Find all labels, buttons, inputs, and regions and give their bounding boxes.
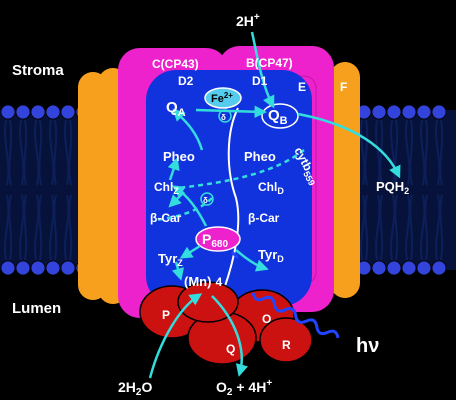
- pheo-left-label: Pheo: [163, 149, 195, 164]
- o-label: O: [262, 312, 271, 326]
- qb-label: QB: [268, 107, 288, 127]
- f-label: F: [340, 80, 347, 94]
- pheo-right-label: Pheo: [244, 149, 276, 164]
- water-label: 2H2O: [118, 379, 152, 398]
- tyrz-label: TyrZ: [158, 251, 183, 268]
- lipid-heads-bottom: [0, 260, 447, 276]
- electron-flow-arrows: [148, 31, 401, 379]
- fe-ion: [204, 87, 242, 109]
- fe-label: Fe2+: [211, 91, 233, 105]
- heme-marker-1: δ: [221, 113, 226, 122]
- cp47-label: B(CP47): [246, 56, 293, 70]
- heme-markers: [200, 109, 232, 206]
- bcar-right-label: β-Car: [248, 211, 280, 225]
- pqh2-label: PQH2: [376, 179, 409, 196]
- cp43-label: C(CP43): [152, 57, 199, 71]
- bcar-left-label: β-Car: [150, 211, 182, 225]
- chlz-label: ChlZ: [154, 180, 179, 196]
- two-h-plus-label: 2H+: [236, 12, 260, 29]
- oec-extrinsic-proteins: [139, 281, 313, 365]
- d1-label: D1: [252, 74, 268, 88]
- light-hv-label: hν: [356, 335, 379, 357]
- d2-label: D2: [178, 74, 194, 88]
- chld-label: ChlD: [258, 180, 284, 196]
- p680-reaction-center: [195, 226, 241, 252]
- mn-cluster-label: (Mn)4: [184, 274, 222, 289]
- p680-label: P680: [202, 231, 228, 250]
- heme-marker-2: δ: [203, 196, 208, 205]
- q-label: Q: [226, 342, 235, 356]
- light-photon-wave: [230, 250, 340, 339]
- p-label: P: [162, 308, 170, 322]
- e-label: E: [298, 80, 306, 94]
- lumen-label: Lumen: [12, 300, 61, 317]
- lipid-tails: [4, 119, 444, 261]
- qa-label: QA: [166, 99, 186, 119]
- r-label: R: [282, 338, 291, 352]
- o2-label: O2 + 4H+: [216, 378, 272, 398]
- tyrd-label: TyrD: [258, 247, 284, 264]
- stroma-label: Stroma: [12, 62, 64, 79]
